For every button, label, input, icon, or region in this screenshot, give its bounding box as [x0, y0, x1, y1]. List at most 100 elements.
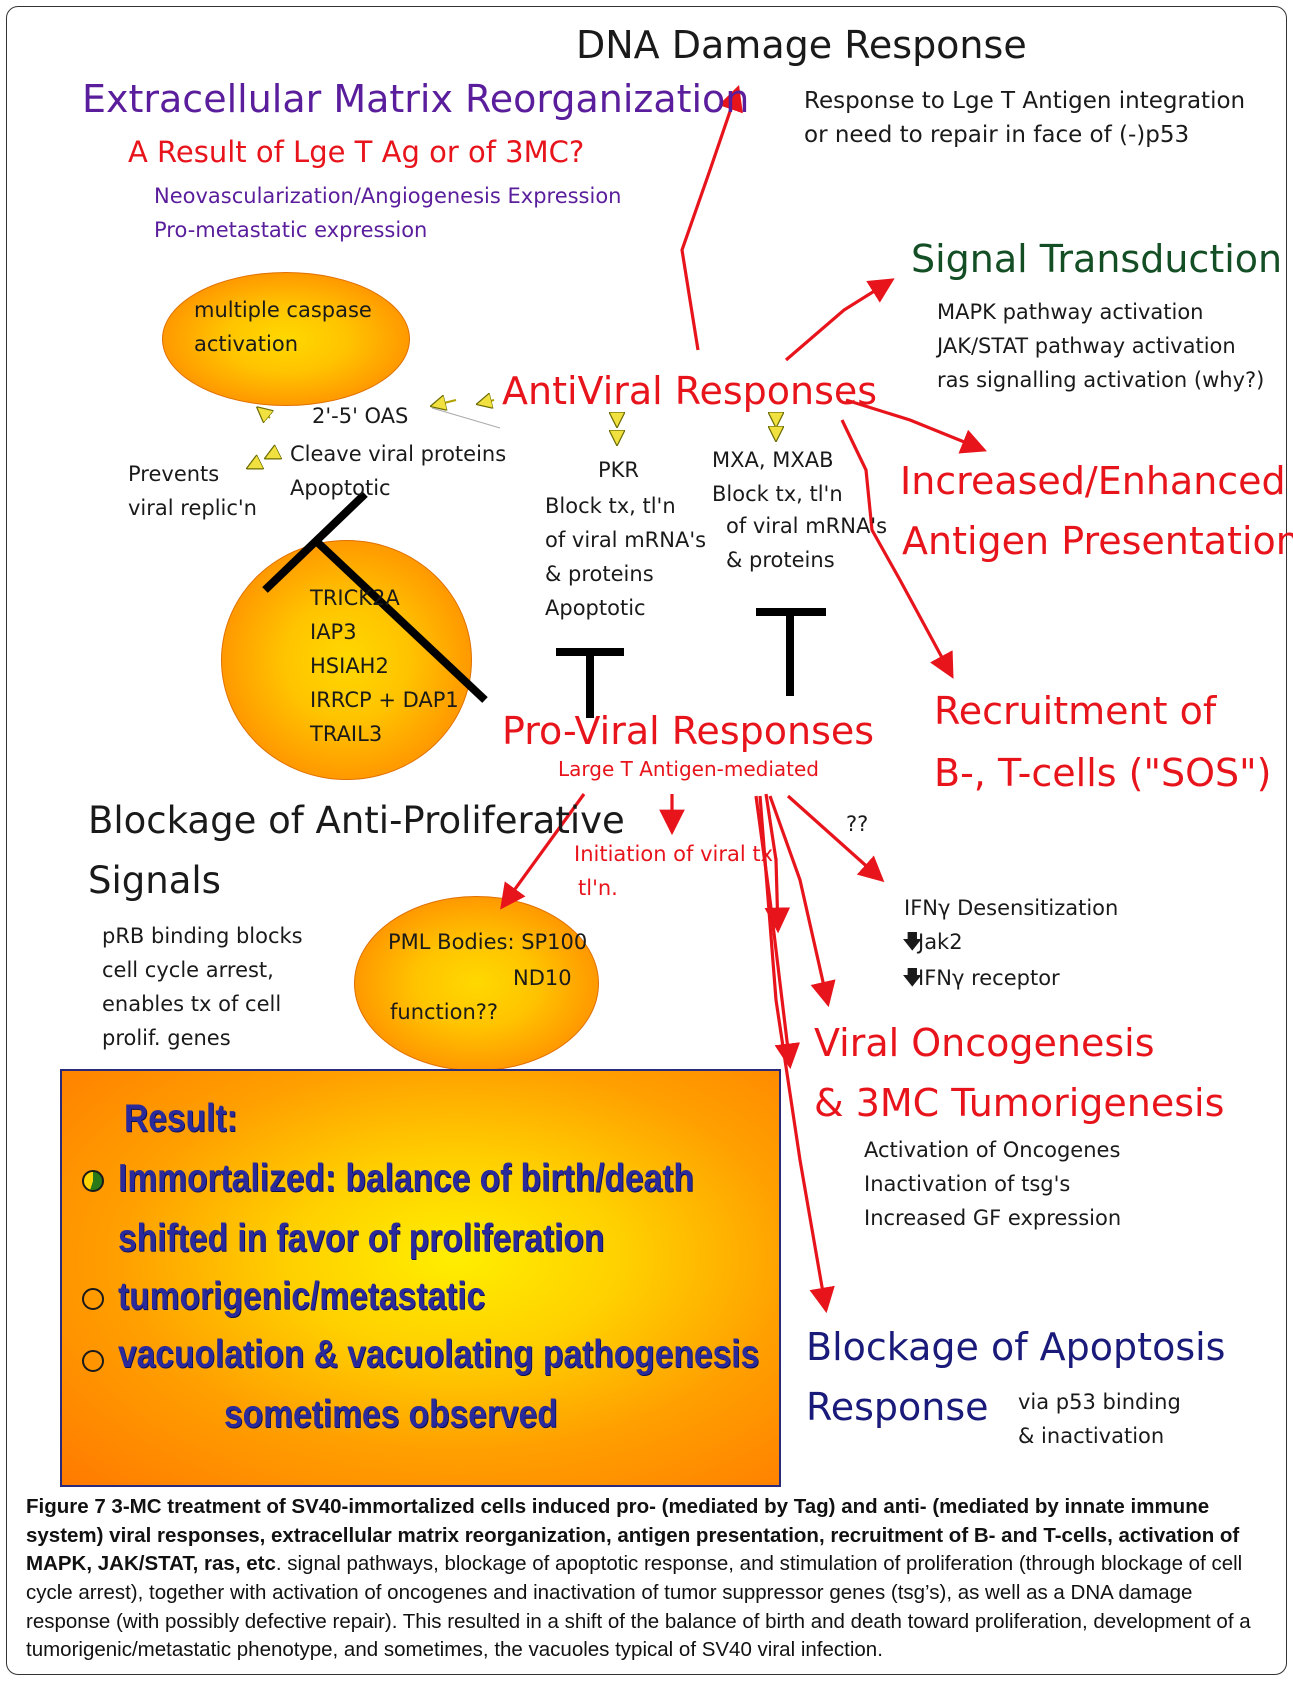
- cleave-label: Cleave viral proteins: [290, 442, 507, 466]
- arrow-down-icon-1: 🡇: [902, 929, 923, 953]
- ecm-line-1: Neovascularization/Angiogenesis Expressi…: [154, 184, 622, 208]
- result-line-4: vacuolation & vacuolating pathogenesis: [118, 1333, 760, 1376]
- ifn-line-1: IFNγ Desensitization: [904, 896, 1119, 920]
- oncogenesis-title-1: Viral Oncogenesis: [814, 1021, 1155, 1065]
- arrow-oncogenesis-1: [764, 793, 791, 934]
- inhibitor-2: IAP3: [310, 620, 357, 644]
- result-line-5: sometimes observed: [224, 1393, 558, 1436]
- ifn-line-2: Jak2: [918, 930, 963, 954]
- pml-line-1: PML Bodies: SP100: [388, 930, 588, 954]
- apoptosis-note-2: & inactivation: [1018, 1424, 1165, 1448]
- proviral-subtitle: Large T Antigen-mediated: [558, 757, 819, 781]
- prb-line-3: enables tx of cell: [102, 992, 282, 1016]
- mxa-label: MXA, MXAB: [712, 448, 834, 472]
- figure-frame: [6, 6, 1287, 1675]
- caspase-line-2: activation: [194, 332, 299, 356]
- blockage-title-1: Blockage of Anti-Proliferative: [88, 799, 625, 842]
- arrow-dna-damage: [680, 84, 743, 351]
- ecm-question: A Result of Lge T Ag or of 3MC?: [128, 135, 585, 169]
- prevents-label-1: Prevents: [128, 462, 220, 486]
- figure-caption: Figure 7 3-MC treatment of SV40-immortal…: [26, 1493, 1270, 1665]
- arrow-down-icon-2: 🡇: [902, 965, 923, 989]
- antigen-title-1: Increased/Enhanced: [900, 459, 1286, 503]
- signal-title: Signal Transduction: [911, 237, 1283, 281]
- pkr-line-4: Apoptotic: [545, 596, 646, 620]
- inhibit-bar-left-cap: [262, 491, 368, 593]
- pkr-line-3: & proteins: [545, 562, 654, 586]
- question-marks: ??: [846, 812, 869, 836]
- result-box: [60, 1069, 781, 1487]
- oas-label: 2'-5' OAS: [312, 404, 409, 428]
- caspase-line-1: multiple caspase: [194, 298, 372, 322]
- initiation-line-2: tl'n.: [578, 876, 618, 900]
- yellow-arrow-2: [432, 400, 457, 406]
- pkr-line-1: Block tx, tl'n: [545, 494, 676, 518]
- pkr-label: PKR: [598, 458, 640, 482]
- yellow-arrow-1: [478, 400, 495, 404]
- oncogenesis-line-3: Increased GF expression: [864, 1206, 1122, 1230]
- dna-damage-title: DNA Damage Response: [576, 23, 1027, 67]
- yellow-arrow-4: [266, 452, 278, 458]
- recruitment-title-2: B-, T-cells ("SOS"): [934, 751, 1272, 795]
- dna-note-1: Response to Lge T Antigen integration: [804, 88, 1246, 114]
- result-title: Result:: [124, 1097, 238, 1140]
- prevents-label-2: viral replic'n: [128, 496, 257, 520]
- signal-line-2: JAK/STAT pathway activation: [937, 334, 1236, 358]
- prb-line-1: pRB binding blocks: [102, 924, 303, 948]
- inhibitor-1: TRICK2A: [310, 586, 400, 610]
- caption-bold: Figure 7 3-MC treatment of SV40-immortal…: [26, 1495, 1240, 1576]
- arrow-pml: [500, 793, 586, 910]
- ecm-line-2: Pro-metastatic expression: [154, 218, 428, 242]
- result-line-3: tumorigenic/metastatic: [118, 1275, 486, 1318]
- inhibitor-3: HSIAH2: [310, 654, 389, 678]
- mxa-line-1: Block tx, tl'n: [712, 482, 843, 506]
- inhibitor-ellipse: [221, 540, 472, 780]
- pie-bullet-icon: [82, 1170, 104, 1192]
- arrow-recruitment: [840, 419, 954, 679]
- result-line-1: Immortalized: balance of birth/death: [118, 1157, 694, 1200]
- pml-line-3: function??: [390, 1000, 499, 1024]
- arrow-oncogenesis-3: [754, 795, 801, 1070]
- apoptosis-title-2: Response: [806, 1385, 989, 1429]
- mxa-line-3: & proteins: [726, 548, 835, 572]
- inhibitor-5: TRAIL3: [310, 722, 383, 746]
- arrow-oncogenesis-2: [768, 795, 836, 1008]
- antigen-title-2: Antigen Presentation: [902, 519, 1293, 563]
- initiation-line-1: Initiation of viral tx,: [574, 842, 780, 866]
- arrow-signal: [784, 278, 895, 362]
- caption-rest: . signal pathways, blockage of apoptotic…: [26, 1552, 1251, 1662]
- pml-line-2: ND10: [513, 966, 572, 990]
- inhibitor-4: IRRCP + DAP1: [310, 688, 459, 712]
- caspase-ellipse: [162, 272, 410, 406]
- arrow-apoptosis: [758, 795, 835, 1314]
- oncogenesis-title-2: & 3MC Tumorigenesis: [814, 1081, 1225, 1125]
- mxa-line-2: of viral mRNA's: [726, 514, 888, 538]
- yellow-arrow-5: [248, 462, 260, 468]
- apoptosis-note-1: via p53 binding: [1018, 1390, 1181, 1414]
- pkr-line-2: of viral mRNA's: [545, 528, 707, 552]
- proviral-title: Pro-Viral Responses: [502, 709, 875, 753]
- result-line-2: shifted in favor of proliferation: [118, 1217, 605, 1260]
- inhibit-bar-left-stem: [312, 537, 488, 703]
- yellow-arrow-3: [258, 408, 270, 418]
- ifn-line-3: IFNγ receptor: [918, 966, 1060, 990]
- oas-connector: [431, 407, 501, 429]
- circle-bullet-icon-1: [82, 1288, 104, 1310]
- prb-line-2: cell cycle arrest,: [102, 958, 274, 982]
- oncogenesis-line-2: Inactivation of tsg's: [864, 1172, 1071, 1196]
- apoptotic-label-1: Apoptotic: [290, 476, 391, 500]
- signal-line-3: ras signalling activation (why?): [937, 368, 1265, 392]
- signal-line-1: MAPK pathway activation: [937, 300, 1204, 324]
- prb-line-4: prolif. genes: [102, 1026, 231, 1050]
- antiviral-title: AntiViral Responses: [502, 369, 878, 413]
- circle-bullet-icon-2: [82, 1350, 104, 1372]
- apoptosis-title-1: Blockage of Apoptosis: [806, 1325, 1226, 1369]
- arrow-antigen: [845, 398, 987, 454]
- oncogenesis-line-1: Activation of Oncogenes: [864, 1138, 1121, 1162]
- dna-note-2: or need to repair in face of (-)p53: [804, 122, 1190, 148]
- ecm-title: Extracellular Matrix Reorganization: [82, 77, 750, 121]
- arrow-ifn: [786, 794, 885, 883]
- recruitment-title-1: Recruitment of: [934, 689, 1217, 733]
- blockage-title-2: Signals: [88, 859, 221, 902]
